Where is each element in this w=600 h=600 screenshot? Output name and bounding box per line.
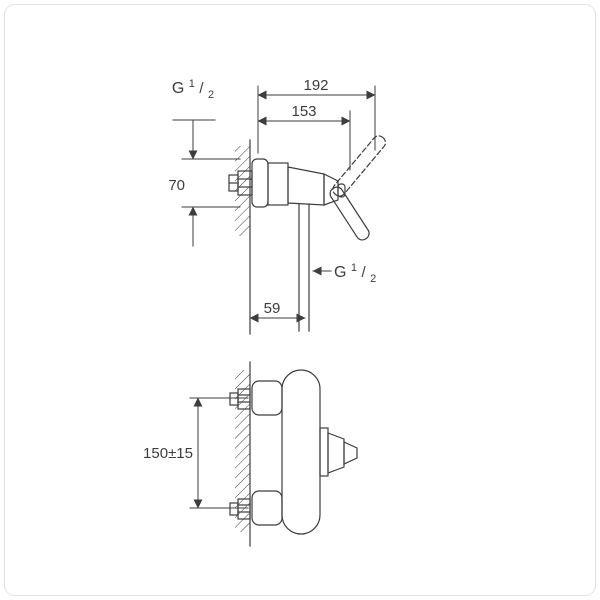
page-frame — [4, 4, 596, 596]
escutcheon-front-bottom — [251, 490, 283, 526]
cartridge-cone-front — [327, 432, 345, 474]
drawing-lines — [172, 85, 387, 547]
outlet-thread-prefix: G — [334, 264, 346, 281]
dim-153 — [257, 110, 351, 171]
inlet-thread-numerator: 1 — [189, 78, 195, 90]
escutcheon-front-top — [251, 380, 283, 416]
top-view — [172, 85, 387, 335]
drawing-labels: G 1 / 2 192 153 70 G 1 / 2 59 150±15 — [143, 74, 376, 462]
inlet-thread-label: G 1 / 2 — [172, 74, 214, 101]
dim-70 — [172, 119, 241, 247]
cartridge-collar-front — [319, 427, 329, 477]
dim-150-label: 150±15 — [143, 445, 193, 462]
cartridge-cap-side — [323, 173, 339, 206]
outlet-thread-denominator: 2 — [370, 273, 376, 285]
dim-70-label: 70 — [168, 177, 185, 194]
escutcheon-side — [251, 158, 269, 208]
dim-150 — [189, 397, 249, 509]
union-nut-front-top — [237, 388, 251, 410]
outlet-thread-numerator: 1 — [351, 262, 357, 274]
mixer-front-view — [229, 369, 358, 535]
outlet-thread-label: G 1 / 2 — [334, 258, 376, 285]
body-front — [281, 369, 321, 535]
dim-192-label: 192 — [303, 77, 328, 94]
cartridge-tip-side — [337, 183, 346, 198]
outlet-thread-slash: / — [361, 264, 366, 281]
valve-body-side — [267, 162, 289, 206]
lever-handle-dashed — [332, 135, 387, 197]
front-view — [189, 361, 358, 547]
union-nut-front-bottom — [237, 498, 251, 520]
wall-hatch-front — [235, 370, 250, 532]
mixer-side-view — [228, 135, 387, 332]
inlet-thread-denominator: 2 — [208, 89, 214, 101]
wall-hatch-top — [235, 146, 250, 236]
dim-59-label: 59 — [264, 300, 281, 317]
inlet-thread-prefix: G — [172, 80, 184, 97]
inlet-thread-slash: / — [199, 80, 204, 97]
cartridge-cone-side — [287, 166, 325, 206]
dim-153-label: 153 — [291, 103, 316, 120]
cartridge-tip-front — [343, 441, 358, 465]
